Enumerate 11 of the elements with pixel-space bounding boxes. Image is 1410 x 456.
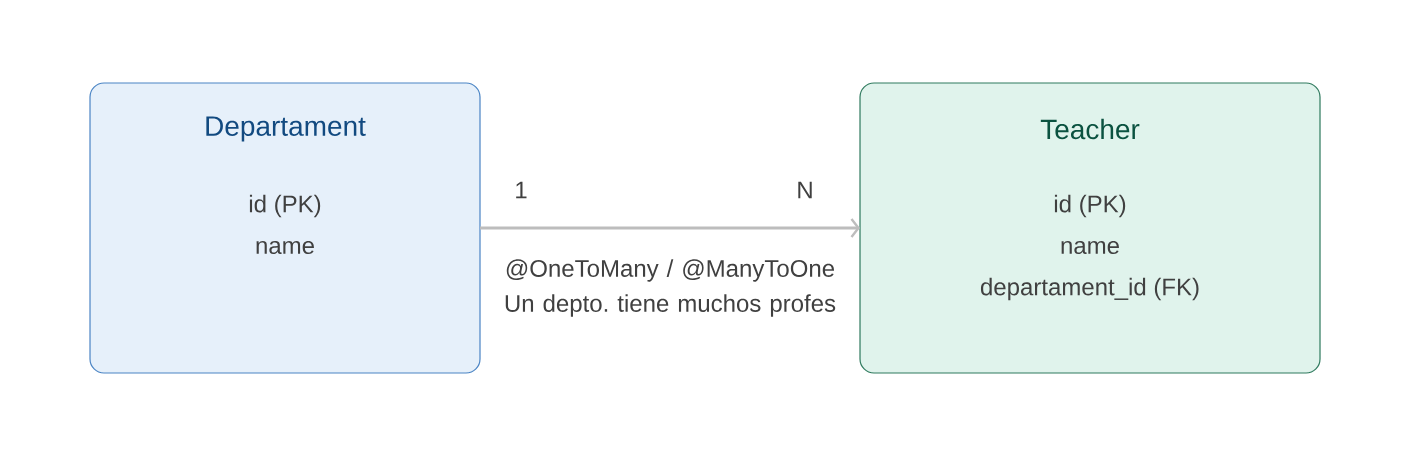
field-name: id (PK)	[1054, 194, 1126, 218]
arrow	[480, 218, 860, 238]
cardinality-label: N	[798, 181, 812, 199]
entity-title: Teacher	[1040, 118, 1140, 140]
field-name: name	[1061, 240, 1119, 255]
edge-label: @OneToMany / @ManyToOne Un depto. tiene muchos profes	[505, 259, 836, 317]
field-name: name	[256, 240, 314, 255]
cardinality-label: 1	[516, 181, 527, 199]
entity-title: Departament	[206, 116, 366, 142]
field-name: id (PK)	[249, 194, 321, 218]
field-name: departament_id (FK)	[980, 277, 1199, 301]
